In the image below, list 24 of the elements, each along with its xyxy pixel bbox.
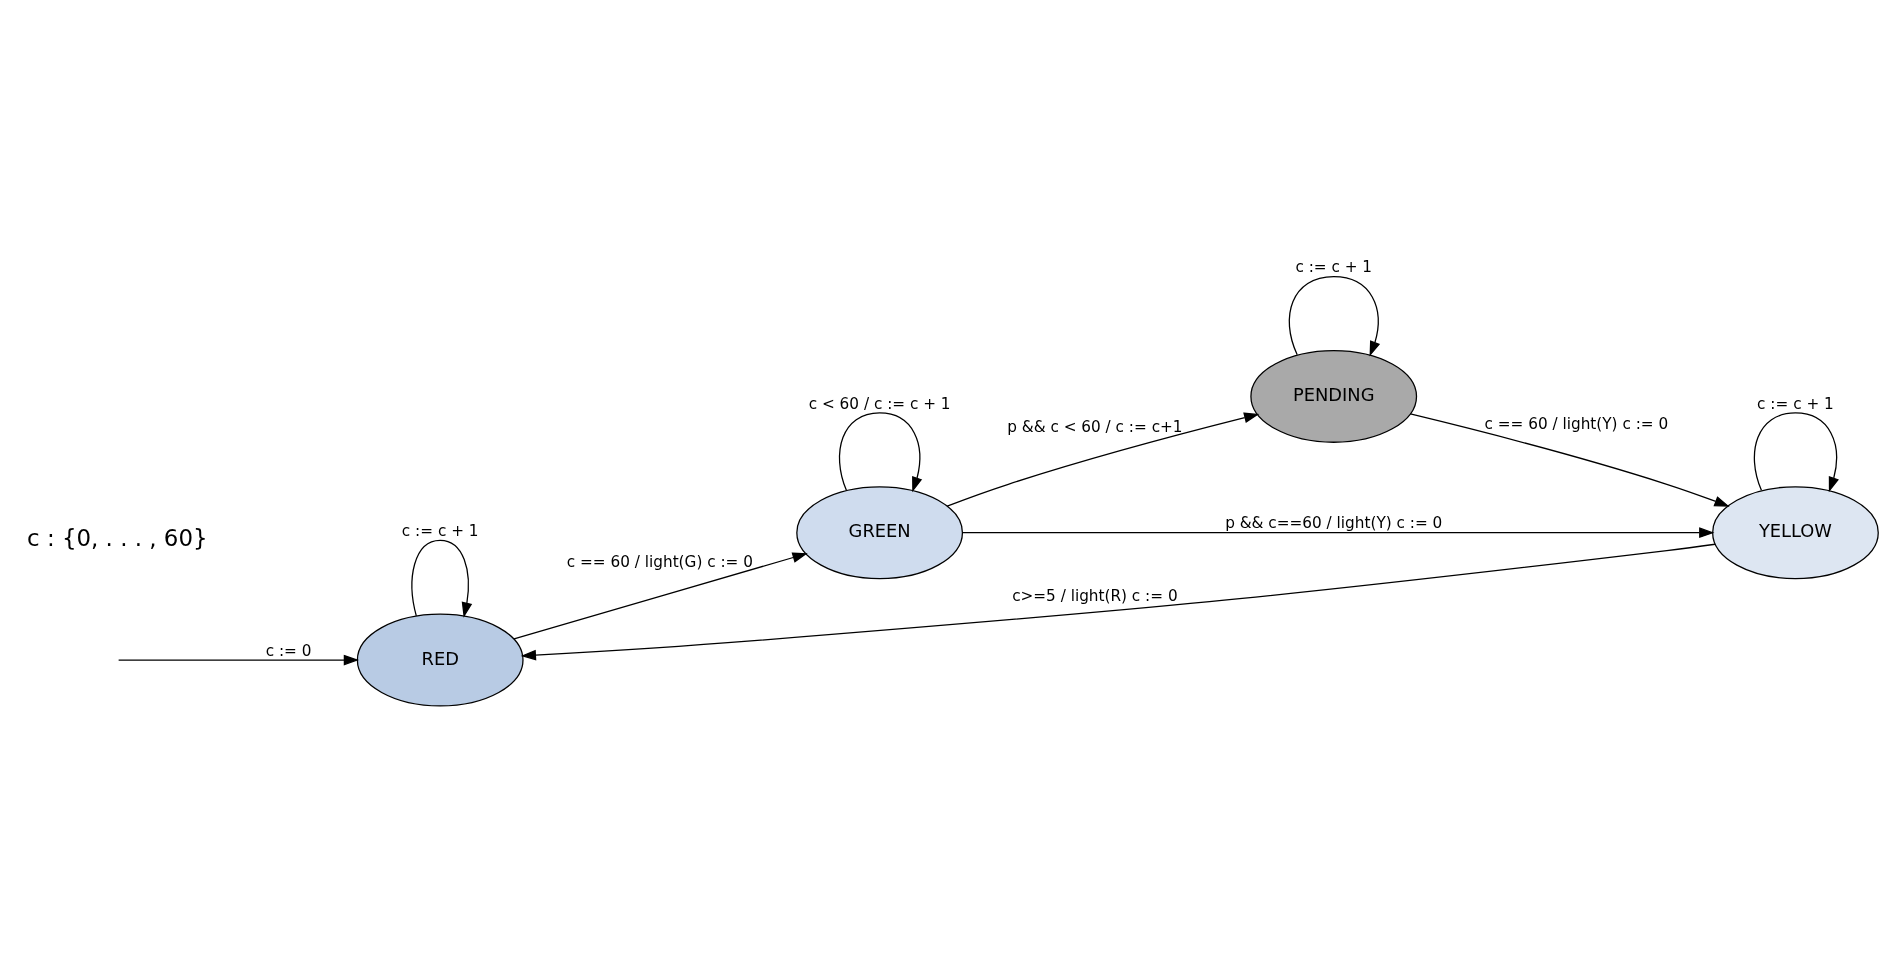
edge-label: c := c + 1 <box>401 521 479 540</box>
arrow <box>411 539 473 618</box>
arrow <box>962 527 1715 539</box>
edge-label: p && c < 60 / c := c+1 <box>1007 417 1183 436</box>
edge-label: c < 60 / c := c + 1 <box>808 394 951 413</box>
arrow <box>1409 413 1730 507</box>
node-ellipse: RED <box>356 613 524 707</box>
arrow <box>513 552 808 640</box>
arrow <box>839 412 923 493</box>
arrow <box>520 543 1716 661</box>
label: c : {0, . . . , 60} <box>27 524 208 551</box>
arrow <box>946 412 1260 507</box>
arrow <box>118 654 360 666</box>
edge-label: c == 60 / light(G) c := 0 <box>566 552 753 571</box>
edge-label: c>=5 / light(R) c := 0 <box>1012 586 1178 605</box>
edge-label: p && c==60 / light(Y) c := 0 <box>1225 514 1443 533</box>
arrow <box>1288 276 1381 357</box>
arrow <box>1753 412 1839 493</box>
node-ellipse: GREEN <box>796 486 964 580</box>
edge-label: c := c + 1 <box>1295 258 1373 277</box>
edge-label: c := 0 <box>265 641 312 660</box>
node-ellipse: PENDING <box>1250 349 1418 443</box>
edge-label: c == 60 / light(Y) c := 0 <box>1484 414 1669 433</box>
edge-label: c := c + 1 <box>1757 394 1834 413</box>
